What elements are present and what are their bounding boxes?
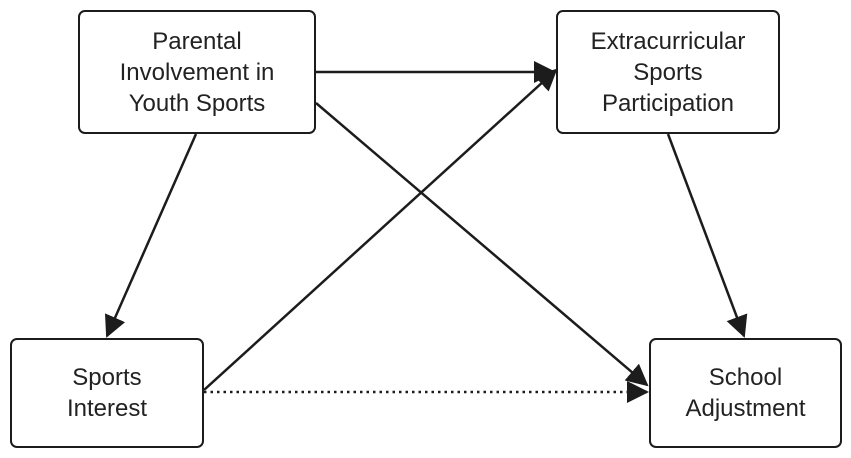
node-parental-line-2: Involvement in <box>119 58 275 86</box>
edge-sports-interest-to-extracurricular <box>203 68 558 391</box>
node-extra-line-1: Extracurricular <box>590 27 746 55</box>
node-sports-line-2: Interest <box>66 395 148 422</box>
node-sports-line-1: Sports <box>72 364 142 391</box>
node-school-adjustment: School Adjustment <box>649 338 842 448</box>
node-sports-interest: Sports Interest <box>10 338 204 448</box>
edge-parental-to-sports-interest <box>104 133 198 338</box>
node-parental-line-1: Parental <box>152 27 242 55</box>
node-extra-line-2: Sports <box>633 58 703 86</box>
edge-parental-to-school-adjustment <box>315 102 649 387</box>
edge-extracurricular-to-school-adjustment <box>666 133 748 338</box>
node-parental-involvement: Parental Involvement in Youth Sports <box>78 10 316 134</box>
node-extra-line-3: Participation <box>601 89 735 117</box>
node-extracurricular-participation: Extracurricular Sports Participation <box>556 10 780 134</box>
node-parental-line-3: Youth Sports <box>128 89 266 117</box>
node-school-line-2: Adjustment <box>685 395 806 422</box>
node-school-line-1: School <box>708 364 783 391</box>
